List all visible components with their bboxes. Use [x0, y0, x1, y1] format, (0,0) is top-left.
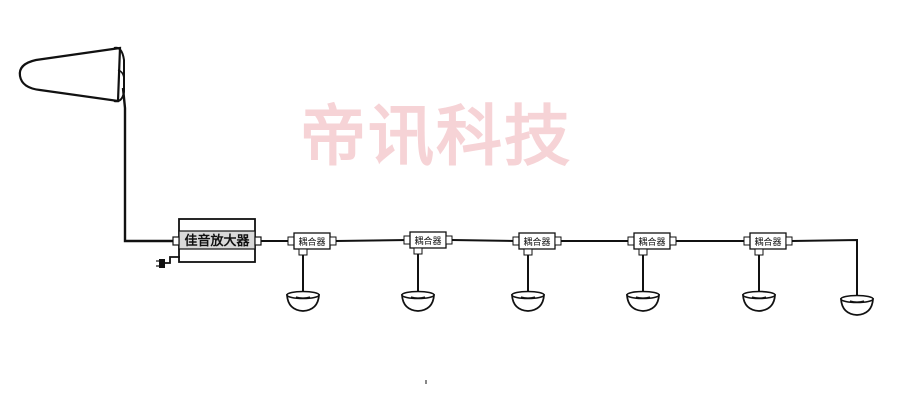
coupler: 耦合器 [627, 232, 677, 292]
ceiling-antenna-icon [742, 290, 776, 312]
panel-antenna-icon [18, 46, 125, 103]
feed-cable [121, 87, 176, 243]
coupler: 耦合器 [743, 232, 793, 292]
ceiling-antenna-icon [626, 290, 660, 312]
amplifier-unit: 佳音放大器 [172, 218, 262, 263]
coupler-label: 耦合器 [414, 235, 441, 247]
amplifier-label: 佳音放大器 [184, 233, 250, 249]
watermark: 帝讯科技 [300, 98, 572, 175]
coupler-label: 耦合器 [638, 236, 665, 248]
ceiling-antenna-icon [286, 290, 320, 312]
power-plug-icon [156, 256, 180, 268]
trunk-cable-end [791, 238, 858, 296]
coupler-label: 耦合器 [523, 236, 550, 248]
coupler-label: 耦合器 [298, 236, 325, 248]
trunk-cable [451, 239, 518, 242]
coupler: 耦合器 [403, 231, 453, 292]
coupler-label: 耦合器 [754, 236, 781, 248]
ceiling-antenna-icon [840, 294, 874, 316]
coupler: 耦合器 [512, 232, 562, 292]
coupler: 耦合器 [287, 232, 337, 292]
ceiling-antenna-icon [511, 290, 545, 312]
ceiling-antenna-icon [401, 290, 435, 312]
trunk-cable [335, 239, 409, 242]
